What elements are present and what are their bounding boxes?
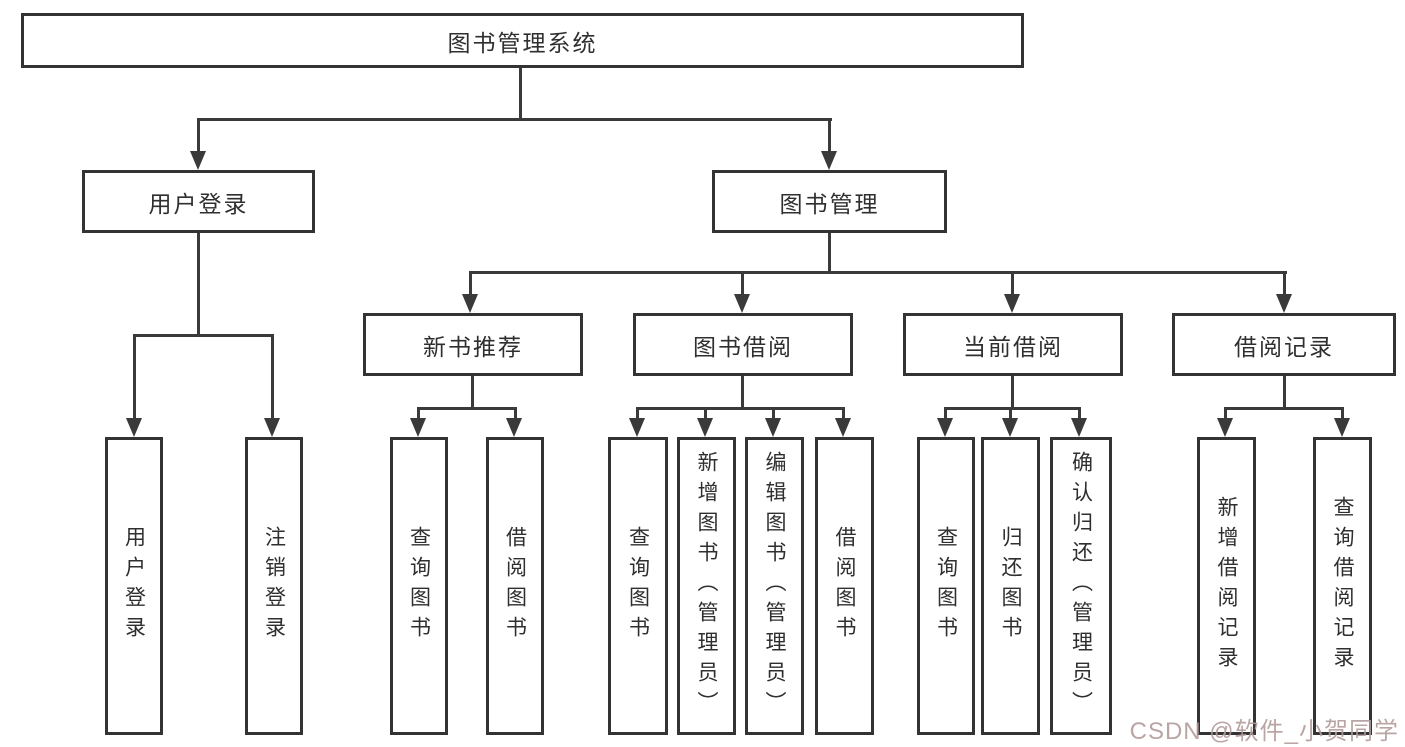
connector-line bbox=[1011, 376, 1014, 409]
connector-line bbox=[636, 407, 639, 419]
leaf-label: 查询借阅记录 bbox=[1331, 496, 1354, 676]
connector-line bbox=[704, 407, 707, 419]
leaf-label: 查询图书 bbox=[626, 526, 650, 646]
connector-line bbox=[197, 118, 832, 121]
csdn-watermark: CSDN @软件_小贺同学 bbox=[1129, 718, 1399, 745]
leaf-label: 借阅图书 bbox=[833, 526, 856, 646]
connector-line bbox=[828, 233, 831, 274]
connector-line bbox=[842, 407, 845, 419]
connector-line bbox=[944, 407, 1081, 410]
leaf-label: 归还图书 bbox=[999, 526, 1022, 646]
arrow-down-icon bbox=[1276, 294, 1292, 313]
connector-line bbox=[944, 407, 947, 419]
node-label: 图书借阅 bbox=[693, 333, 793, 360]
leaf-add-books-admin: 新增图书（管理员） bbox=[677, 437, 736, 735]
leaf-label: 注销登录 bbox=[262, 526, 286, 646]
leaf-label: 编辑图书（管理员） bbox=[763, 451, 786, 721]
node-book-borrow: 图书借阅 bbox=[633, 313, 853, 376]
connector-line bbox=[514, 407, 517, 419]
node-user-login-group: 用户登录 bbox=[82, 170, 315, 233]
connector-line bbox=[271, 334, 274, 418]
connector-line bbox=[471, 376, 474, 409]
connector-line bbox=[1011, 271, 1014, 296]
arrow-down-icon bbox=[190, 151, 206, 170]
arrow-down-icon bbox=[462, 294, 478, 313]
connector-line bbox=[133, 334, 136, 418]
leaf-query-books-2: 查询图书 bbox=[608, 437, 668, 735]
arrow-down-icon bbox=[126, 418, 142, 437]
connector-line bbox=[1341, 407, 1344, 419]
arrow-down-icon bbox=[697, 418, 713, 437]
arrow-down-icon bbox=[1071, 418, 1087, 437]
arrow-down-icon bbox=[1217, 418, 1233, 437]
arrow-down-icon bbox=[835, 418, 851, 437]
leaf-logout: 注销登录 bbox=[245, 437, 303, 735]
arrow-down-icon bbox=[264, 418, 280, 437]
connector-line bbox=[828, 118, 831, 154]
connector-line bbox=[772, 407, 775, 419]
leaf-borrow-books-2: 借阅图书 bbox=[815, 437, 874, 735]
connector-line bbox=[197, 233, 200, 337]
connector-line bbox=[469, 271, 1287, 274]
node-label: 借阅记录 bbox=[1234, 333, 1334, 360]
connector-line bbox=[741, 271, 744, 296]
leaf-borrow-books-1: 借阅图书 bbox=[486, 437, 544, 735]
connector-line bbox=[197, 118, 200, 154]
leaf-edit-books-admin: 编辑图书（管理员） bbox=[745, 437, 804, 735]
leaf-label: 新增图书（管理员） bbox=[695, 451, 718, 721]
arrow-down-icon bbox=[734, 294, 750, 313]
connector-line bbox=[1078, 407, 1081, 419]
leaf-query-books-1: 查询图书 bbox=[390, 437, 448, 735]
node-new-book-recommend: 新书推荐 bbox=[363, 313, 583, 376]
leaf-confirm-return-admin: 确认归还（管理员） bbox=[1050, 437, 1112, 735]
connector-line bbox=[519, 68, 522, 121]
node-current-borrow: 当前借阅 bbox=[903, 313, 1123, 376]
node-label: 当前借阅 bbox=[963, 333, 1063, 360]
connector-line bbox=[133, 334, 274, 337]
leaf-user-login: 用户登录 bbox=[105, 437, 163, 735]
leaf-label: 借阅图书 bbox=[503, 526, 527, 646]
connector-line bbox=[1283, 376, 1286, 409]
node-label: 图书管理 bbox=[779, 190, 880, 217]
arrow-down-icon bbox=[1004, 294, 1020, 313]
arrow-down-icon bbox=[506, 418, 522, 437]
node-borrow-records: 借阅记录 bbox=[1172, 313, 1396, 376]
leaf-query-books-3: 查询图书 bbox=[917, 437, 975, 735]
node-root: 图书管理系统 bbox=[21, 13, 1024, 68]
leaf-label: 查询图书 bbox=[407, 526, 431, 646]
arrow-down-icon bbox=[629, 418, 645, 437]
connector-line bbox=[1283, 271, 1286, 296]
arrow-down-icon bbox=[937, 418, 953, 437]
arrow-down-icon bbox=[1002, 418, 1018, 437]
leaf-label: 用户登录 bbox=[122, 526, 146, 646]
arrow-down-icon bbox=[821, 151, 837, 170]
connector-line bbox=[469, 271, 472, 296]
leaf-query-borrow-record: 查询借阅记录 bbox=[1313, 437, 1372, 735]
leaf-label: 查询图书 bbox=[934, 526, 958, 646]
arrow-down-icon bbox=[1334, 418, 1350, 437]
node-label: 新书推荐 bbox=[423, 333, 523, 360]
connector-line bbox=[741, 376, 744, 409]
connector-line bbox=[417, 407, 420, 419]
connector-line bbox=[1224, 407, 1227, 419]
node-book-management: 图书管理 bbox=[712, 170, 947, 233]
arrow-down-icon bbox=[765, 418, 781, 437]
connector-line bbox=[1009, 407, 1012, 419]
node-root-label: 图书管理系统 bbox=[447, 29, 598, 56]
connector-line bbox=[417, 407, 517, 410]
connector-line bbox=[1224, 407, 1344, 410]
leaf-add-borrow-record: 新增借阅记录 bbox=[1197, 437, 1256, 735]
leaf-label: 确认归还（管理员） bbox=[1069, 451, 1093, 721]
leaf-return-books: 归还图书 bbox=[981, 437, 1040, 735]
leaf-label: 新增借阅记录 bbox=[1215, 496, 1238, 676]
arrow-down-icon bbox=[410, 418, 426, 437]
node-label: 用户登录 bbox=[148, 190, 249, 217]
connector-line bbox=[636, 407, 845, 410]
